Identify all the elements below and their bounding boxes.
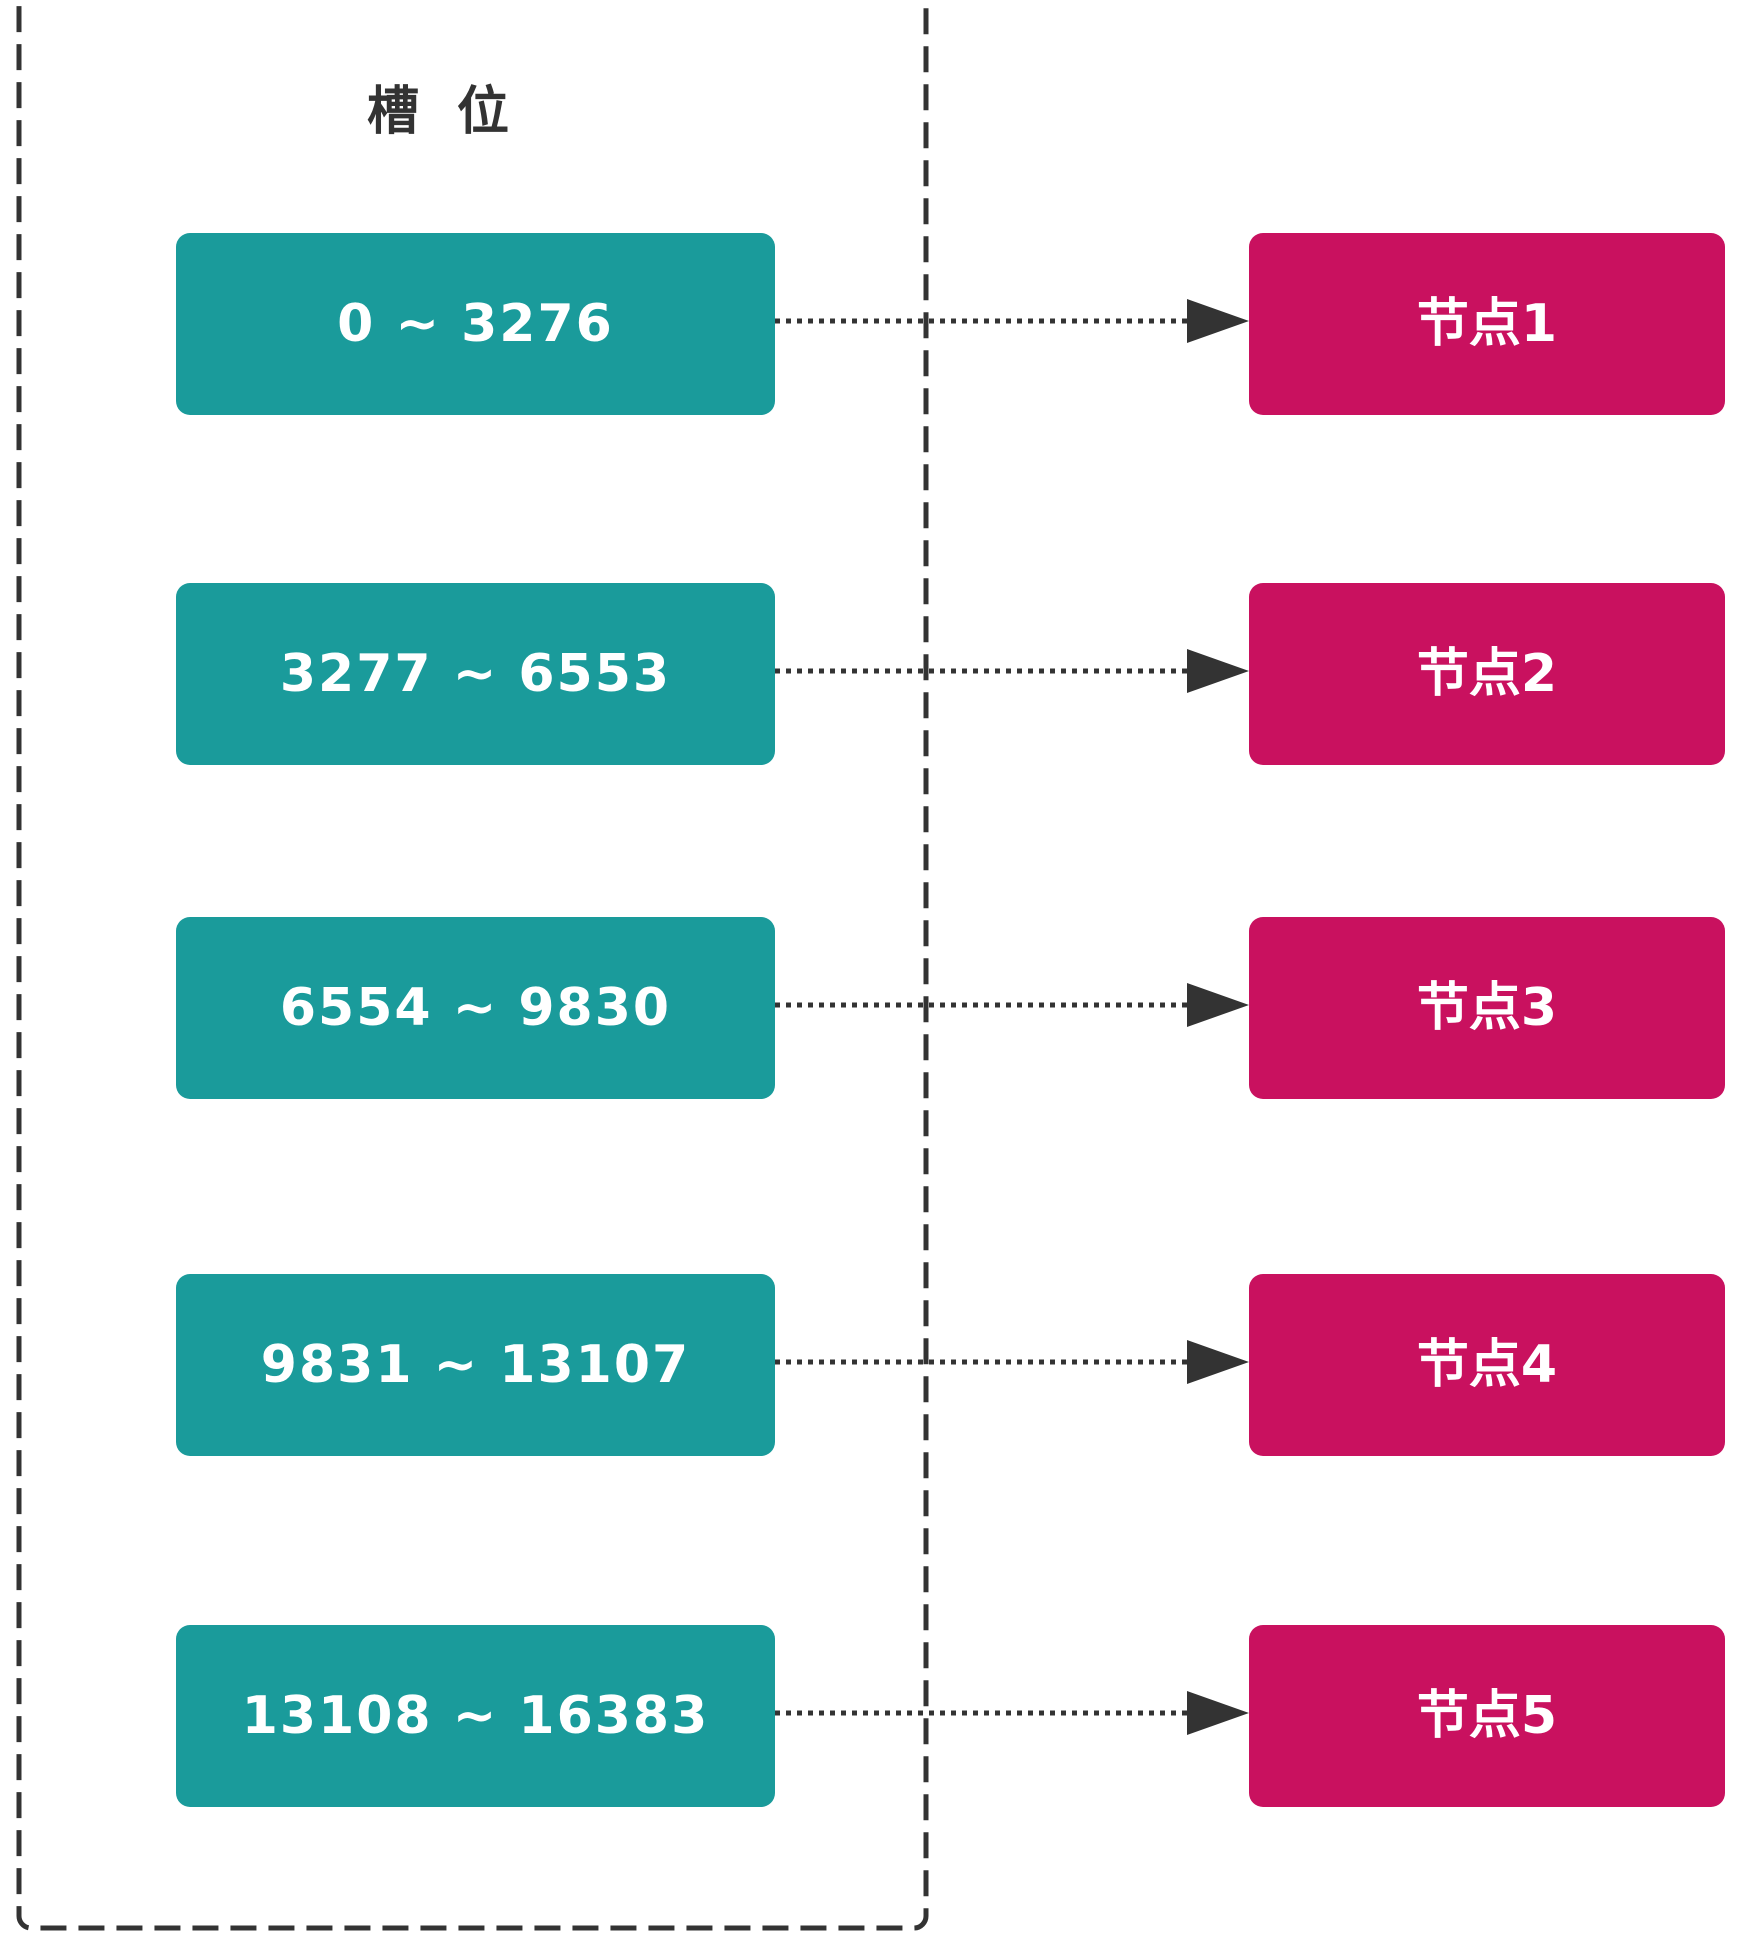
slot-group-dashed-border	[16, 0, 929, 1931]
node-box-4: 节点4	[1249, 1274, 1725, 1456]
slot-range-box-5: 13108 ~ 16383	[176, 1625, 775, 1807]
slot-range-box-1: 0 ~ 3276	[176, 233, 775, 415]
node-box-5: 节点5	[1249, 1625, 1725, 1807]
slot-range-box-4: 9831 ~ 13107	[176, 1274, 775, 1456]
node-box-3: 节点3	[1249, 917, 1725, 1099]
connector-layer	[775, 299, 1249, 1735]
arrowhead-icon-5	[1187, 1691, 1249, 1735]
arrowhead-icon-3	[1187, 983, 1249, 1027]
slot-range-box-3: 6554 ~ 9830	[176, 917, 775, 1099]
slot-group-label: 槽 位	[366, 82, 520, 142]
arrowhead-icon-2	[1187, 649, 1249, 693]
node-box-1: 节点1	[1249, 233, 1725, 415]
arrowhead-icon-4	[1187, 1340, 1249, 1384]
node-box-2: 节点2	[1249, 583, 1725, 765]
arrowhead-icon-1	[1187, 299, 1249, 343]
slot-range-box-2: 3277 ~ 6553	[176, 583, 775, 765]
